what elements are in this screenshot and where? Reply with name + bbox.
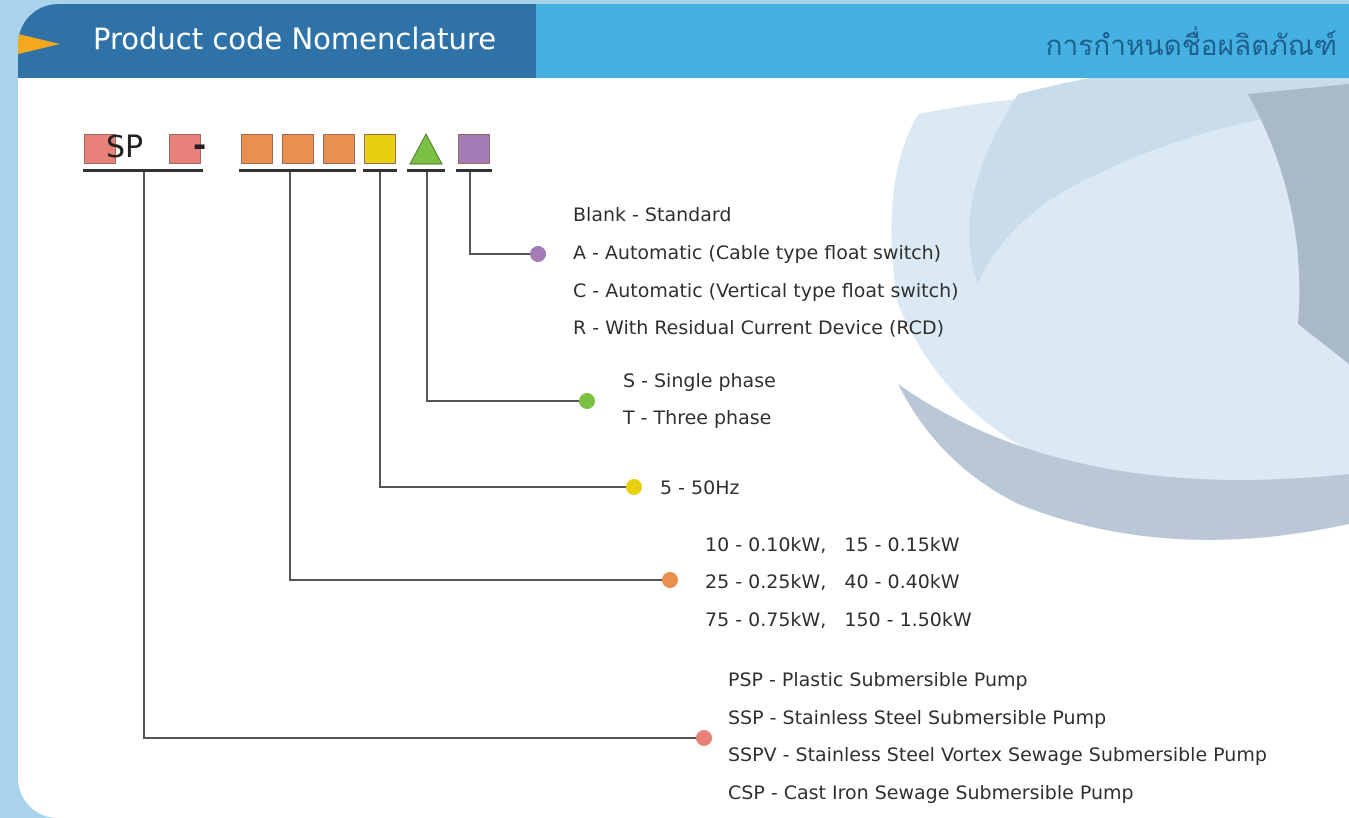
power-box-1: [241, 134, 273, 164]
connector-option-v: [469, 172, 471, 254]
option-item: C - Automatic (Vertical type float switc…: [573, 280, 959, 302]
power-item: 75 - 0.75kW, 150 - 1.50kW: [705, 609, 972, 631]
option-box: [458, 134, 490, 164]
phase-triangle-icon: [409, 132, 443, 165]
type-item: SSP - Stainless Steel Submersible Pump: [728, 707, 1107, 729]
option-item: Blank - Standard: [573, 204, 732, 226]
underline-frequency: [363, 169, 397, 172]
connector-power-h: [289, 579, 669, 581]
power-item: 10 - 0.10kW, 15 - 0.15kW: [705, 534, 960, 556]
arrow-icon: [18, 32, 60, 56]
diagram-panel: Product code Nomenclature การกำหนดชื่อผล…: [18, 4, 1349, 818]
connector-type-v: [143, 172, 145, 738]
type-dot: [696, 730, 712, 746]
underline-type: [83, 169, 203, 172]
type-item: PSP - Plastic Submersible Pump: [728, 669, 1028, 691]
header-title-bar: [18, 4, 536, 78]
underline-option: [456, 169, 492, 172]
type-item: CSP - Cast Iron Sewage Submersible Pump: [728, 782, 1134, 804]
header-thai-bar: [536, 4, 1349, 78]
option-dot: [530, 246, 546, 262]
frequency-dot: [626, 479, 642, 495]
connector-power-v: [289, 172, 291, 580]
underline-phase: [407, 169, 445, 172]
phase-item: S - Single phase: [623, 370, 776, 392]
phase-dot: [579, 393, 595, 409]
type-box-prefix: [84, 134, 116, 164]
connector-type-h: [143, 737, 703, 739]
phase-item: T - Three phase: [623, 407, 772, 429]
frequency-box: [364, 134, 396, 164]
connector-option-h: [469, 253, 537, 255]
option-item: A - Automatic (Cable type float switch): [573, 242, 942, 264]
page-title-thai: การกำหนดชื่อผลิตภัณฑ์: [1045, 29, 1337, 62]
power-dot: [662, 572, 678, 588]
frequency-item: 5 - 50Hz: [660, 477, 740, 499]
option-item: R - With Residual Current Device (RCD): [573, 317, 944, 339]
power-box-2: [282, 134, 314, 164]
type-item: SSPV - Stainless Steel Vortex Sewage Sub…: [728, 744, 1267, 766]
page-title: Product code Nomenclature: [93, 22, 497, 56]
connector-frequency-v: [379, 172, 381, 487]
background-swoosh: [891, 58, 1349, 540]
code-sp-label: SP: [106, 130, 144, 165]
connector-phase-h: [426, 400, 586, 402]
connector-frequency-h: [379, 486, 633, 488]
power-box-3: [323, 134, 355, 164]
code-dash: -: [193, 126, 207, 164]
power-item: 25 - 0.25kW, 40 - 0.40kW: [705, 571, 960, 593]
connector-phase-v: [426, 172, 428, 401]
underline-power: [239, 169, 356, 172]
type-box-suffix: [169, 134, 201, 164]
